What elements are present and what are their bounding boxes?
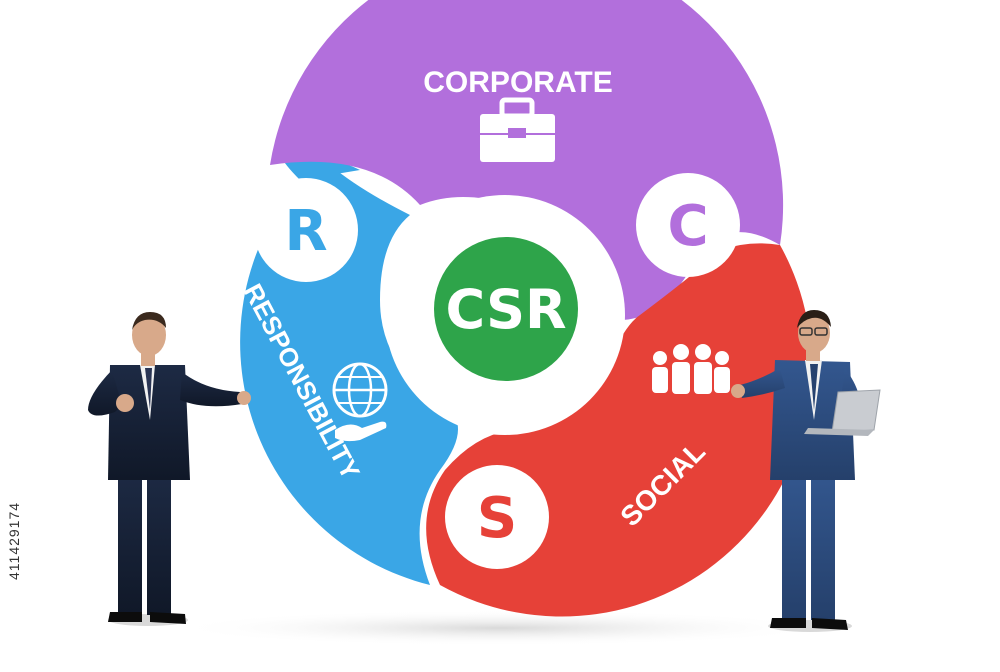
letter-circle-s <box>445 465 549 569</box>
corporate-label: CORPORATE <box>423 66 612 99</box>
people-group-icon <box>652 344 730 394</box>
center-label: CSR <box>445 278 566 341</box>
letter-c: C <box>667 194 708 259</box>
globe-in-hand-icon <box>332 362 388 442</box>
stock-id-watermark: 411429174 <box>6 501 22 580</box>
csr-center-circle <box>434 237 578 381</box>
briefcase-icon <box>480 97 555 162</box>
letter-r: R <box>284 199 327 264</box>
letter-circle-c <box>636 173 740 277</box>
floor-shadow <box>170 610 830 646</box>
letter-s: S <box>477 486 517 551</box>
businessman-left-figure <box>88 312 251 626</box>
letter-circle-r <box>254 178 358 282</box>
businessman-right-figure <box>731 310 881 632</box>
